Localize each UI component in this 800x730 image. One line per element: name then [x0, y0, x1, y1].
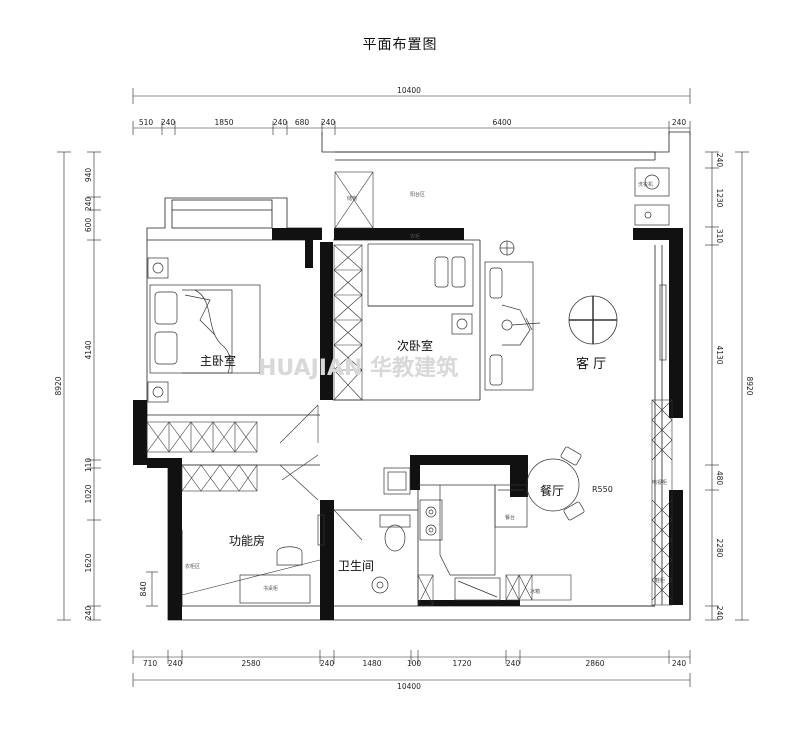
wardrobe-cabinets [146, 171, 673, 606]
door-swings [181, 404, 363, 596]
label-tv-cabinet: 电视柜 [652, 479, 667, 486]
left-dim-7: 1620 [84, 553, 93, 572]
room-master-bedroom: 主卧室 [200, 353, 236, 368]
bottom-dim-1: 710 [143, 659, 158, 668]
label-dining-counter: 餐台 [505, 514, 515, 521]
top-dim-5: 680 [295, 118, 310, 127]
bottom-dim-8: 240 [506, 659, 521, 668]
label-balcony: 阳台区 [410, 191, 425, 198]
right-dim-6: 2280 [715, 538, 724, 557]
label-washer: 洗衣机 [638, 181, 653, 188]
left-dim-4: 4140 [84, 340, 93, 359]
top-dim-3: 1850 [214, 118, 233, 127]
left-dim-3: 600 [84, 218, 93, 233]
room-living: 客 厅 [576, 356, 606, 372]
label-wardrobe-area: 衣柜区 [185, 563, 200, 570]
thick-walls [133, 228, 683, 620]
dimension-lines [57, 88, 749, 687]
living-sofa [484, 240, 534, 391]
room-bathroom: 卫生间 [338, 559, 374, 573]
left-overall-dim: 8920 [54, 376, 63, 395]
left-dim-8: 240 [84, 606, 93, 621]
dining-table [494, 446, 585, 528]
right-dim-7: 240 [715, 606, 724, 621]
room-second-bedroom: 次卧室 [397, 338, 433, 353]
desk-chair [239, 546, 311, 604]
room-function: 功能房 [229, 533, 265, 548]
room-dining: 餐厅 [540, 483, 564, 498]
bottom-dim-2: 240 [168, 659, 183, 668]
person-figure [501, 317, 541, 331]
left-dim-6: 1020 [84, 484, 93, 503]
top-dim-4: 240 [273, 118, 288, 127]
top-dim-1: 510 [139, 118, 154, 127]
nightstand-icons [147, 257, 473, 403]
label-fridge: 冰箱 [530, 588, 540, 595]
right-dim-2: 1230 [715, 188, 724, 207]
top-dim-8: 240 [672, 118, 687, 127]
label-shoe-cabinet: 鞋柜 [655, 577, 665, 584]
right-dim-5: 480 [715, 471, 724, 486]
tv-cabinet [634, 167, 670, 361]
right-overall-dim: 8920 [745, 376, 754, 395]
kitchen-counter [383, 467, 501, 601]
master-bed [149, 284, 261, 374]
right-dim-4: 4130 [715, 345, 724, 364]
living-room-rug [568, 295, 618, 345]
bottom-dim-4: 240 [320, 659, 335, 668]
top-dim-7: 6400 [492, 118, 511, 127]
page-title: 平面布置图 [362, 37, 438, 53]
left-dim-5: 110 [84, 458, 93, 473]
bottom-dim-6: 100 [407, 659, 422, 668]
bottom-dim-7: 1720 [452, 659, 471, 668]
label-desk: 书桌柜 [263, 585, 278, 592]
watermark: HUAJIAN 华教建筑 [258, 355, 458, 381]
radius-label: R550 [592, 485, 613, 494]
top-overall-dim: 10400 [397, 86, 421, 95]
left-dim-1: 940 [84, 168, 93, 183]
bottom-dim-3: 2580 [241, 659, 260, 668]
bottom-dim-10: 240 [672, 659, 687, 668]
top-dim-2: 240 [161, 118, 176, 127]
label-storage: 储物 [347, 195, 357, 202]
height-840-label: 840 [139, 581, 148, 596]
bathroom-fixtures [317, 514, 411, 594]
left-dim-2: 240 [84, 197, 93, 212]
bottom-overall-dim: 10400 [397, 682, 421, 691]
right-dim-1: 240 [715, 153, 724, 168]
right-dim-3: 310 [715, 229, 724, 244]
bottom-dim-9: 2860 [585, 659, 604, 668]
top-dim-6: 240 [321, 118, 336, 127]
bottom-dim-5: 1480 [362, 659, 381, 668]
label-wardrobe: 衣柜 [410, 233, 420, 240]
second-bed [367, 243, 474, 307]
